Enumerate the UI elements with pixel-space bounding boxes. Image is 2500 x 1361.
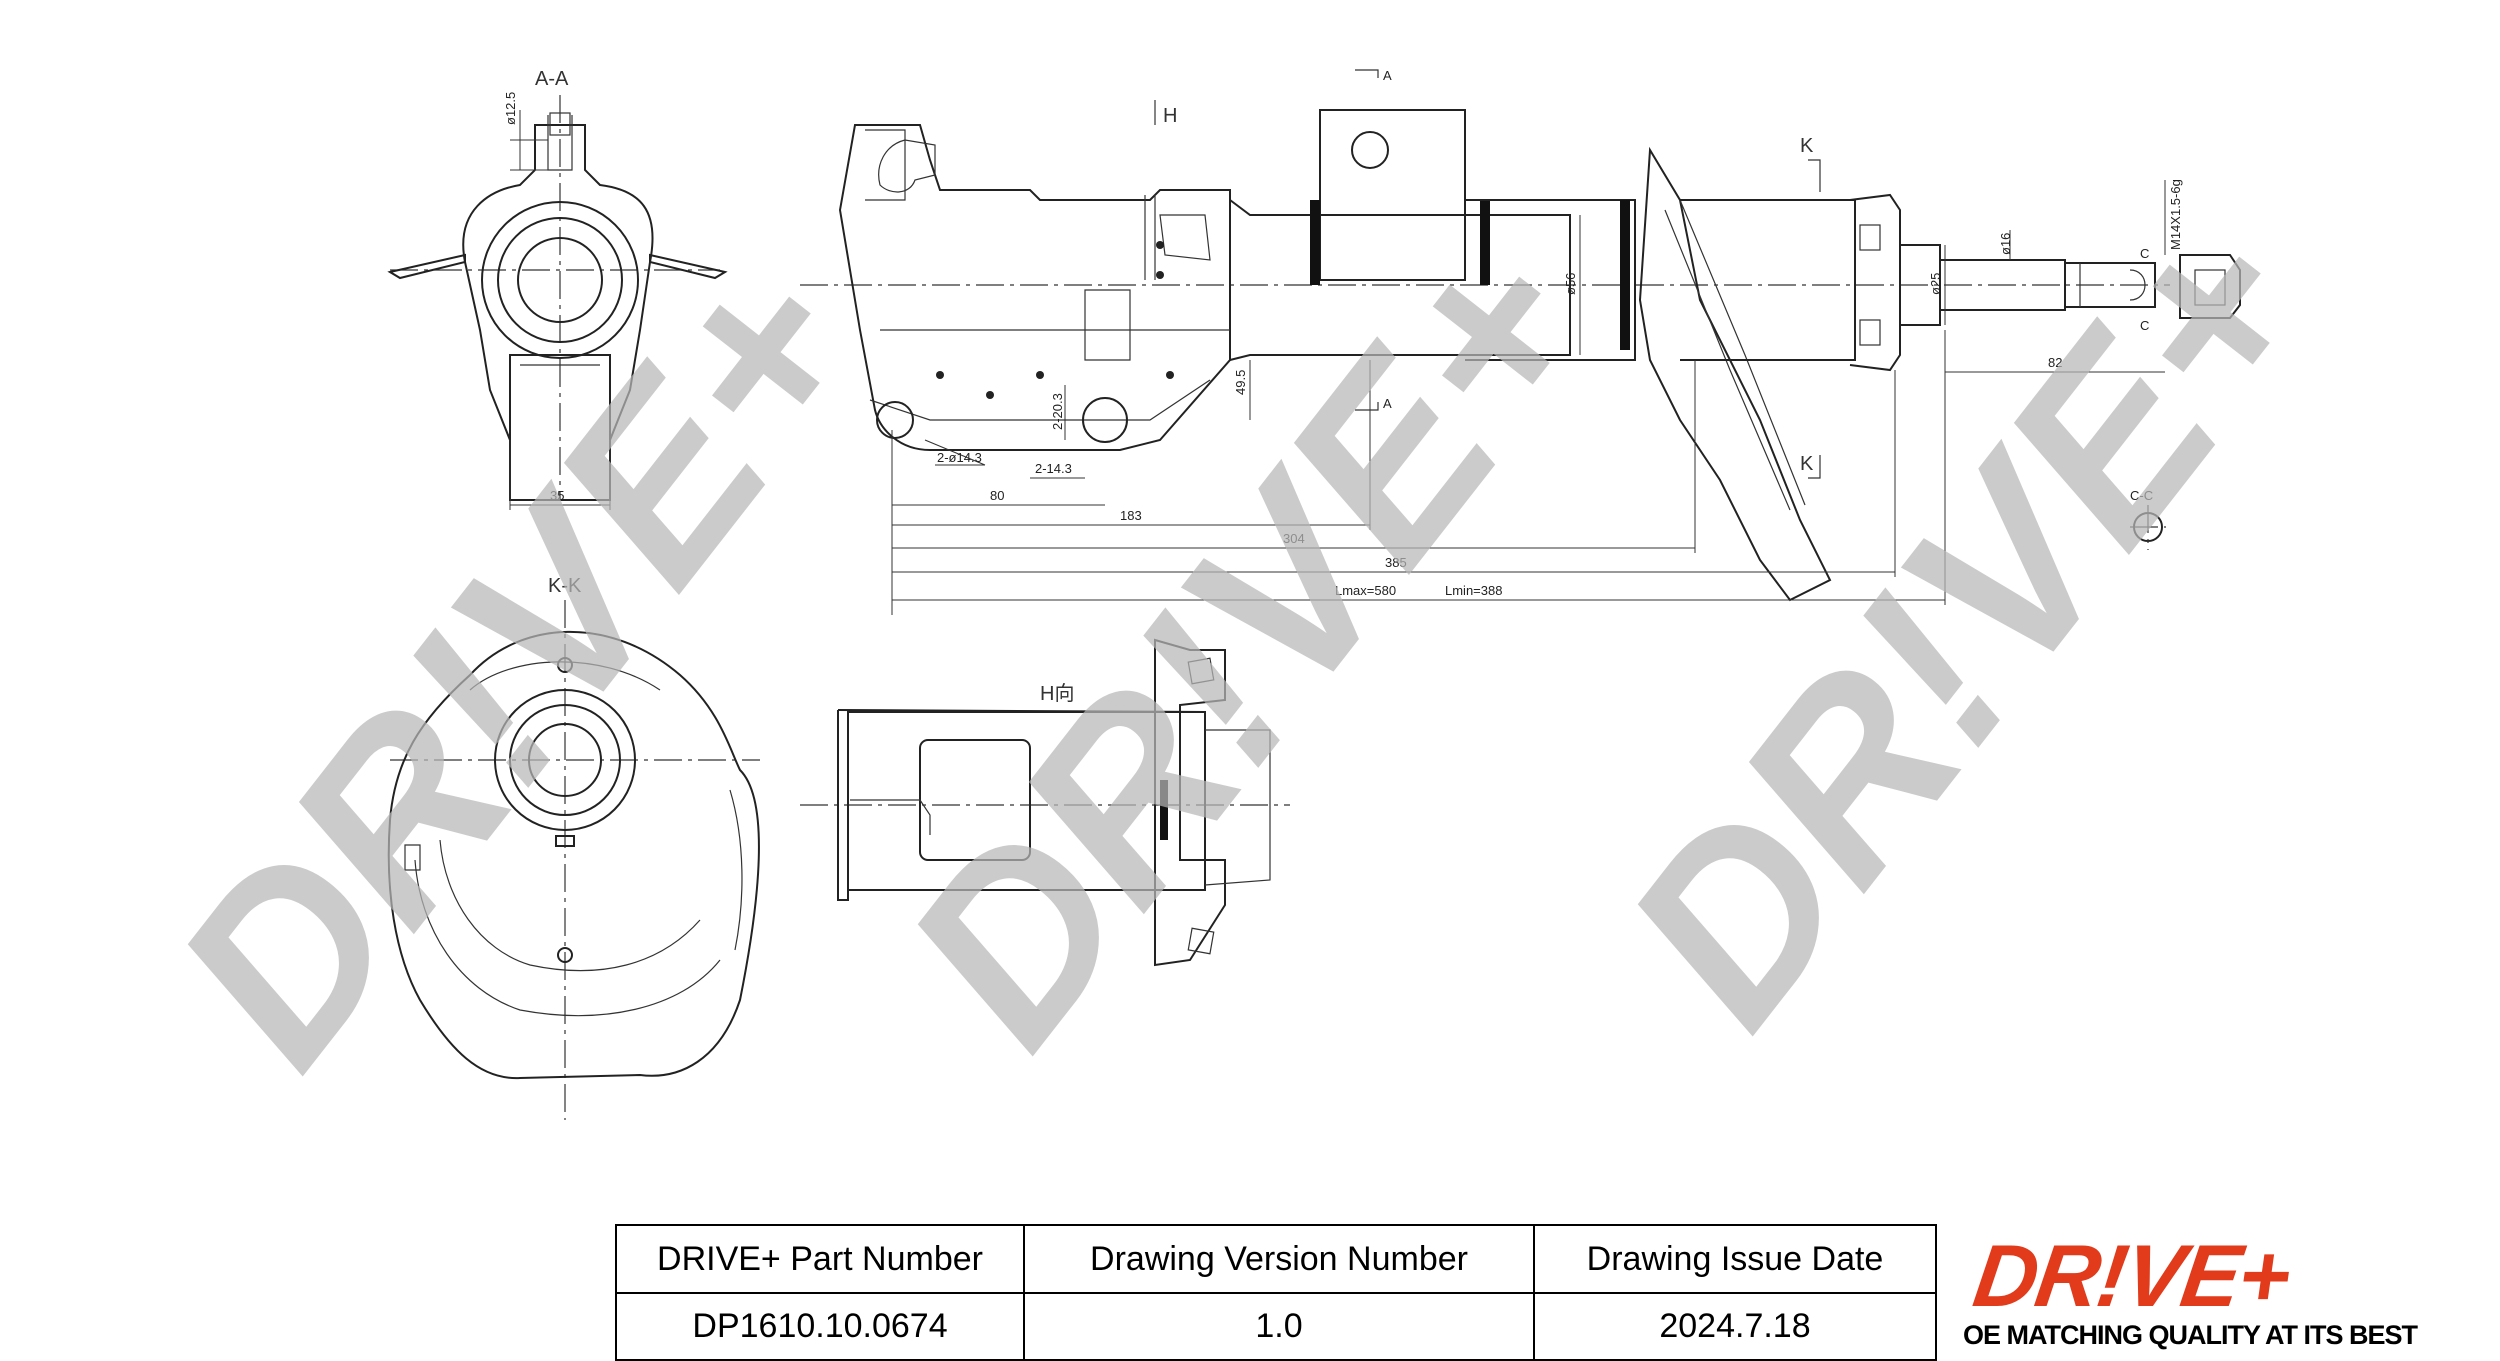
section-kk-view: K-K bbox=[387, 575, 760, 1120]
dim-80: 80 bbox=[990, 488, 1004, 503]
arrow-a-top: A bbox=[1383, 68, 1392, 83]
brand-slogan: OE MATCHING QUALITY AT ITS BEST bbox=[1963, 1320, 2418, 1350]
watermark-layer: DR!VE+ DR!VE+ DR!VE+ bbox=[122, 173, 2361, 1113]
brand-block: DR!VE+ OE MATCHING QUALITY AT ITS BEST bbox=[1935, 1224, 2495, 1361]
bolt-hole-marks bbox=[936, 241, 1174, 399]
watermark-center: DR!VE+ bbox=[852, 193, 1641, 1093]
dim-304: 304 bbox=[1283, 531, 1305, 546]
dim-385: 385 bbox=[1385, 555, 1407, 570]
view-h-label: H向 bbox=[1040, 682, 1074, 705]
arrow-h: H bbox=[1163, 105, 1177, 127]
brand-logo: DR!VE+ bbox=[1968, 1226, 2296, 1325]
dim-thread: M14X1.5-6g bbox=[2168, 179, 2183, 250]
part-number-value: DP1610.10.0674 bbox=[615, 1292, 1025, 1361]
arrow-k-top: K bbox=[1800, 135, 1814, 157]
mark-c-top: C bbox=[2140, 246, 2149, 261]
version-label: Drawing Version Number bbox=[1023, 1224, 1535, 1294]
dim-lmax: Lmax=580 bbox=[1335, 583, 1396, 598]
title-table: DRIVE+ Part Number Drawing Version Numbe… bbox=[615, 1224, 1937, 1361]
mark-c-bottom: C bbox=[2140, 318, 2149, 333]
dim-82: 82 bbox=[2048, 355, 2062, 370]
section-kk-label: K-K bbox=[548, 575, 582, 597]
dim-35: 35 bbox=[550, 488, 564, 503]
dim-25: ø25 bbox=[1928, 273, 1943, 295]
watermark-left: DR!VE+ bbox=[122, 213, 911, 1113]
section-cc-view: C-C bbox=[2130, 488, 2166, 550]
issue-date-value: 2024.7.18 bbox=[1533, 1292, 1937, 1361]
dim-2-14-3: 2-14.3 bbox=[1035, 461, 1072, 476]
dim-lmin: Lmin=388 bbox=[1445, 583, 1502, 598]
arrow-k-bottom: K bbox=[1800, 453, 1814, 475]
watermark-right: DR!VE+ bbox=[1572, 173, 2361, 1073]
dim-2-20-3: 2-20.3 bbox=[1050, 393, 1065, 430]
title-block: DRIVE+ Part Number Drawing Version Numbe… bbox=[615, 1224, 2495, 1361]
dim-16: ø16 bbox=[1998, 233, 2013, 255]
view-h: H向 bbox=[800, 638, 1290, 967]
dim-56: ø56 bbox=[1563, 273, 1578, 295]
dim-12-5: ø12.5 bbox=[503, 92, 518, 125]
arrow-a-bottom: A bbox=[1383, 396, 1392, 411]
strut-side-view: A A H K K C C 49.5 ø56 ø25 ø16 M14X1.5-6… bbox=[800, 68, 2241, 615]
dim-49-5: 49.5 bbox=[1233, 370, 1248, 395]
part-number-label: DRIVE+ Part Number bbox=[615, 1224, 1025, 1294]
version-value: 1.0 bbox=[1023, 1292, 1535, 1361]
section-aa-view: A-A ø12.5 35 bbox=[387, 68, 728, 510]
dim-183: 183 bbox=[1120, 508, 1142, 523]
dim-2-phi-14-3: 2-ø14.3 bbox=[937, 450, 982, 465]
issue-date-label: Drawing Issue Date bbox=[1533, 1224, 1937, 1294]
section-cc-label: C-C bbox=[2130, 488, 2153, 503]
section-aa-label: A-A bbox=[535, 68, 569, 90]
